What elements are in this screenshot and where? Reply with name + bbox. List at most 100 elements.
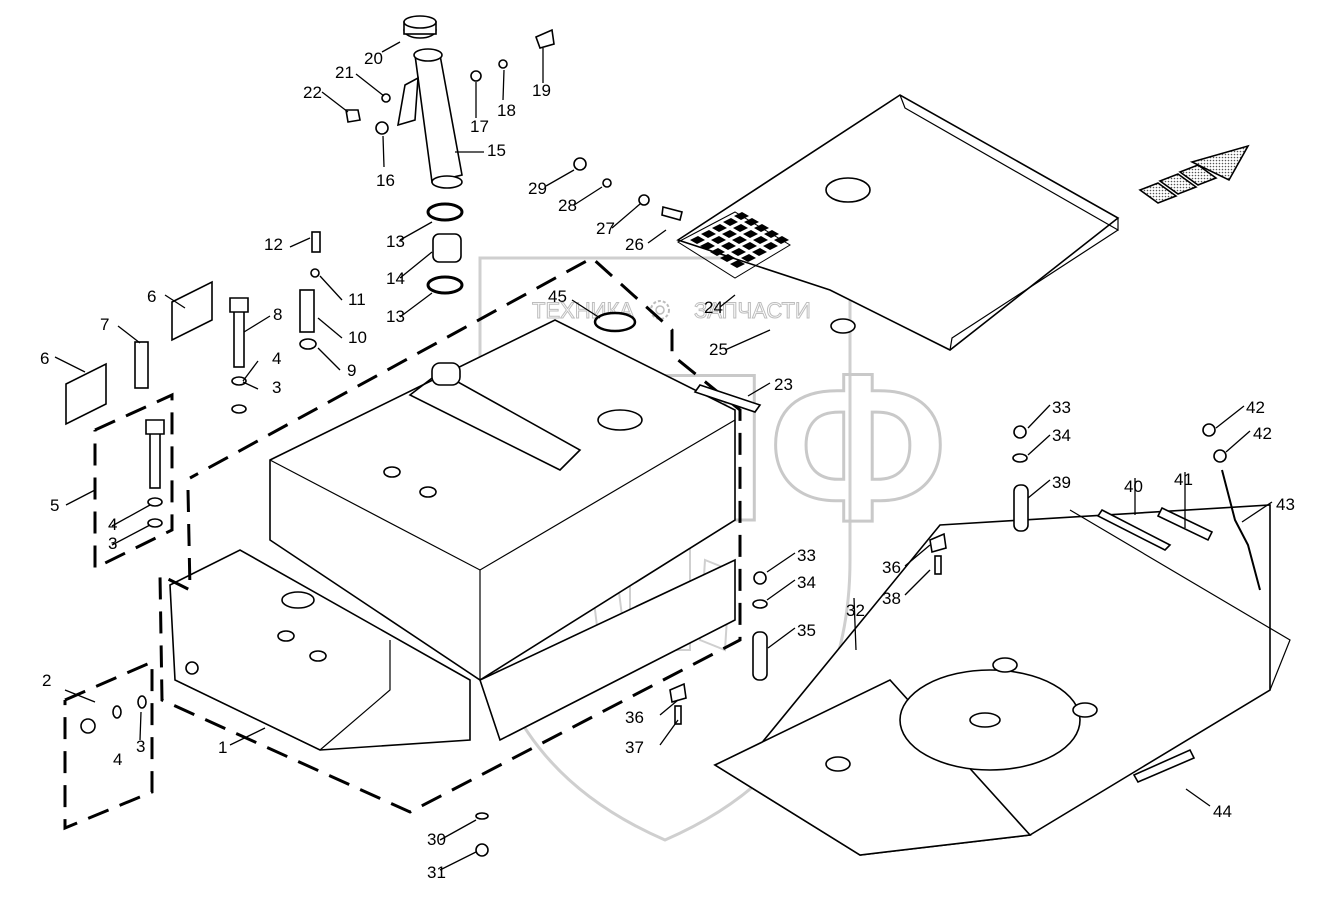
callout-24: 24 bbox=[704, 298, 723, 317]
grille-hole bbox=[743, 230, 758, 238]
leader-line bbox=[1185, 788, 1211, 807]
callout-4: 4 bbox=[108, 515, 117, 534]
leader-line bbox=[399, 251, 433, 279]
callout-10: 10 bbox=[348, 328, 367, 347]
grille-hole bbox=[720, 254, 735, 262]
gear-icon bbox=[650, 300, 670, 320]
right-fasteners bbox=[669, 423, 1261, 784]
callout-38: 38 bbox=[882, 589, 901, 608]
grille-hole bbox=[712, 224, 727, 232]
callout-19: 19 bbox=[532, 81, 551, 100]
leader-line bbox=[1225, 430, 1251, 453]
leader-line bbox=[767, 627, 796, 649]
grille-hole bbox=[752, 248, 767, 256]
leader-line bbox=[111, 504, 151, 527]
grille-hole bbox=[690, 236, 705, 244]
leader-line bbox=[724, 329, 771, 351]
grille-squares bbox=[690, 212, 789, 268]
callout-3: 3 bbox=[136, 737, 145, 756]
leader-line bbox=[439, 819, 477, 841]
grille bbox=[677, 211, 791, 279]
callout-4: 4 bbox=[113, 750, 122, 769]
top-cover-plate bbox=[676, 94, 1120, 351]
grille-hole bbox=[722, 230, 737, 238]
filler-cap bbox=[403, 15, 437, 39]
filler-neck bbox=[396, 48, 463, 189]
grille-hole bbox=[742, 242, 757, 250]
grille-hole bbox=[721, 242, 736, 250]
callout-23: 23 bbox=[774, 375, 793, 394]
callout-36: 36 bbox=[882, 558, 901, 577]
leader-line bbox=[399, 221, 433, 241]
callout-2: 2 bbox=[42, 671, 51, 690]
callout-37: 37 bbox=[625, 738, 644, 757]
callout-6: 6 bbox=[40, 349, 49, 368]
leader-line bbox=[853, 597, 857, 651]
grille-hole bbox=[701, 230, 716, 238]
leader-line bbox=[611, 203, 641, 229]
leader-line bbox=[647, 229, 667, 244]
grille-hole bbox=[753, 236, 768, 244]
callout-7: 7 bbox=[100, 315, 109, 334]
fuel-tank bbox=[169, 319, 736, 751]
callout-labels: 1 2 3 3 3 4 4 4 5 6 6 7 8 9 10 11 12 13 … bbox=[40, 49, 1295, 882]
callout-3: 3 bbox=[108, 534, 117, 553]
leader-line bbox=[904, 569, 931, 596]
leader-line bbox=[117, 325, 141, 344]
callout-6: 6 bbox=[147, 287, 156, 306]
leader-line bbox=[659, 719, 679, 746]
callout-16: 16 bbox=[376, 171, 395, 190]
callout-28: 28 bbox=[558, 196, 577, 215]
callout-44: 44 bbox=[1213, 802, 1232, 821]
grille-hole bbox=[764, 230, 779, 238]
leader-line bbox=[502, 69, 505, 101]
hose-clamp-upper bbox=[426, 202, 464, 222]
leader-line bbox=[904, 544, 931, 567]
leader-line bbox=[1027, 434, 1051, 456]
callout-43: 43 bbox=[1276, 495, 1295, 514]
leader-line bbox=[659, 699, 679, 716]
leader-line bbox=[64, 689, 96, 703]
grille-hole bbox=[711, 236, 726, 244]
callout-18: 18 bbox=[497, 101, 516, 120]
callout-26: 26 bbox=[625, 235, 644, 254]
callout-42: 42 bbox=[1253, 424, 1272, 443]
callout-33: 33 bbox=[1052, 398, 1071, 417]
grille-hole bbox=[733, 224, 748, 232]
callout-12: 12 bbox=[264, 235, 283, 254]
callout-3: 3 bbox=[272, 378, 281, 397]
callout-35: 35 bbox=[797, 621, 816, 640]
grille-hole bbox=[774, 236, 789, 244]
leader-line bbox=[321, 91, 349, 113]
leader-line bbox=[382, 135, 385, 168]
callout-42: 42 bbox=[1246, 398, 1265, 417]
leader-line bbox=[381, 41, 401, 53]
leader-line bbox=[571, 299, 601, 319]
leader-line bbox=[1027, 404, 1051, 429]
callout-31: 31 bbox=[427, 863, 446, 882]
watermark-text-right: ЗАПЧАСТИ bbox=[694, 298, 811, 323]
callout-11: 11 bbox=[348, 290, 366, 309]
leader-line bbox=[545, 169, 575, 187]
leader-line bbox=[1241, 501, 1273, 523]
belly-pan bbox=[713, 504, 1291, 856]
grille-hole bbox=[754, 224, 769, 232]
leader-lines bbox=[54, 41, 1273, 871]
callout-39: 39 bbox=[1052, 473, 1071, 492]
grille-hole bbox=[732, 236, 747, 244]
leader-line bbox=[242, 360, 259, 382]
leader-line bbox=[317, 317, 343, 339]
callout-4: 4 bbox=[272, 349, 281, 368]
grille-hole bbox=[734, 212, 749, 220]
grille-hole bbox=[700, 242, 715, 250]
callout-21: 21 bbox=[335, 63, 354, 82]
grille-hole bbox=[730, 260, 745, 268]
grille-hole bbox=[723, 218, 738, 226]
leader-line bbox=[65, 489, 96, 506]
callout-40: 40 bbox=[1124, 477, 1143, 496]
callout-5: 5 bbox=[50, 496, 59, 515]
leader-line bbox=[139, 711, 142, 741]
callout-41: 41 bbox=[1174, 470, 1193, 489]
